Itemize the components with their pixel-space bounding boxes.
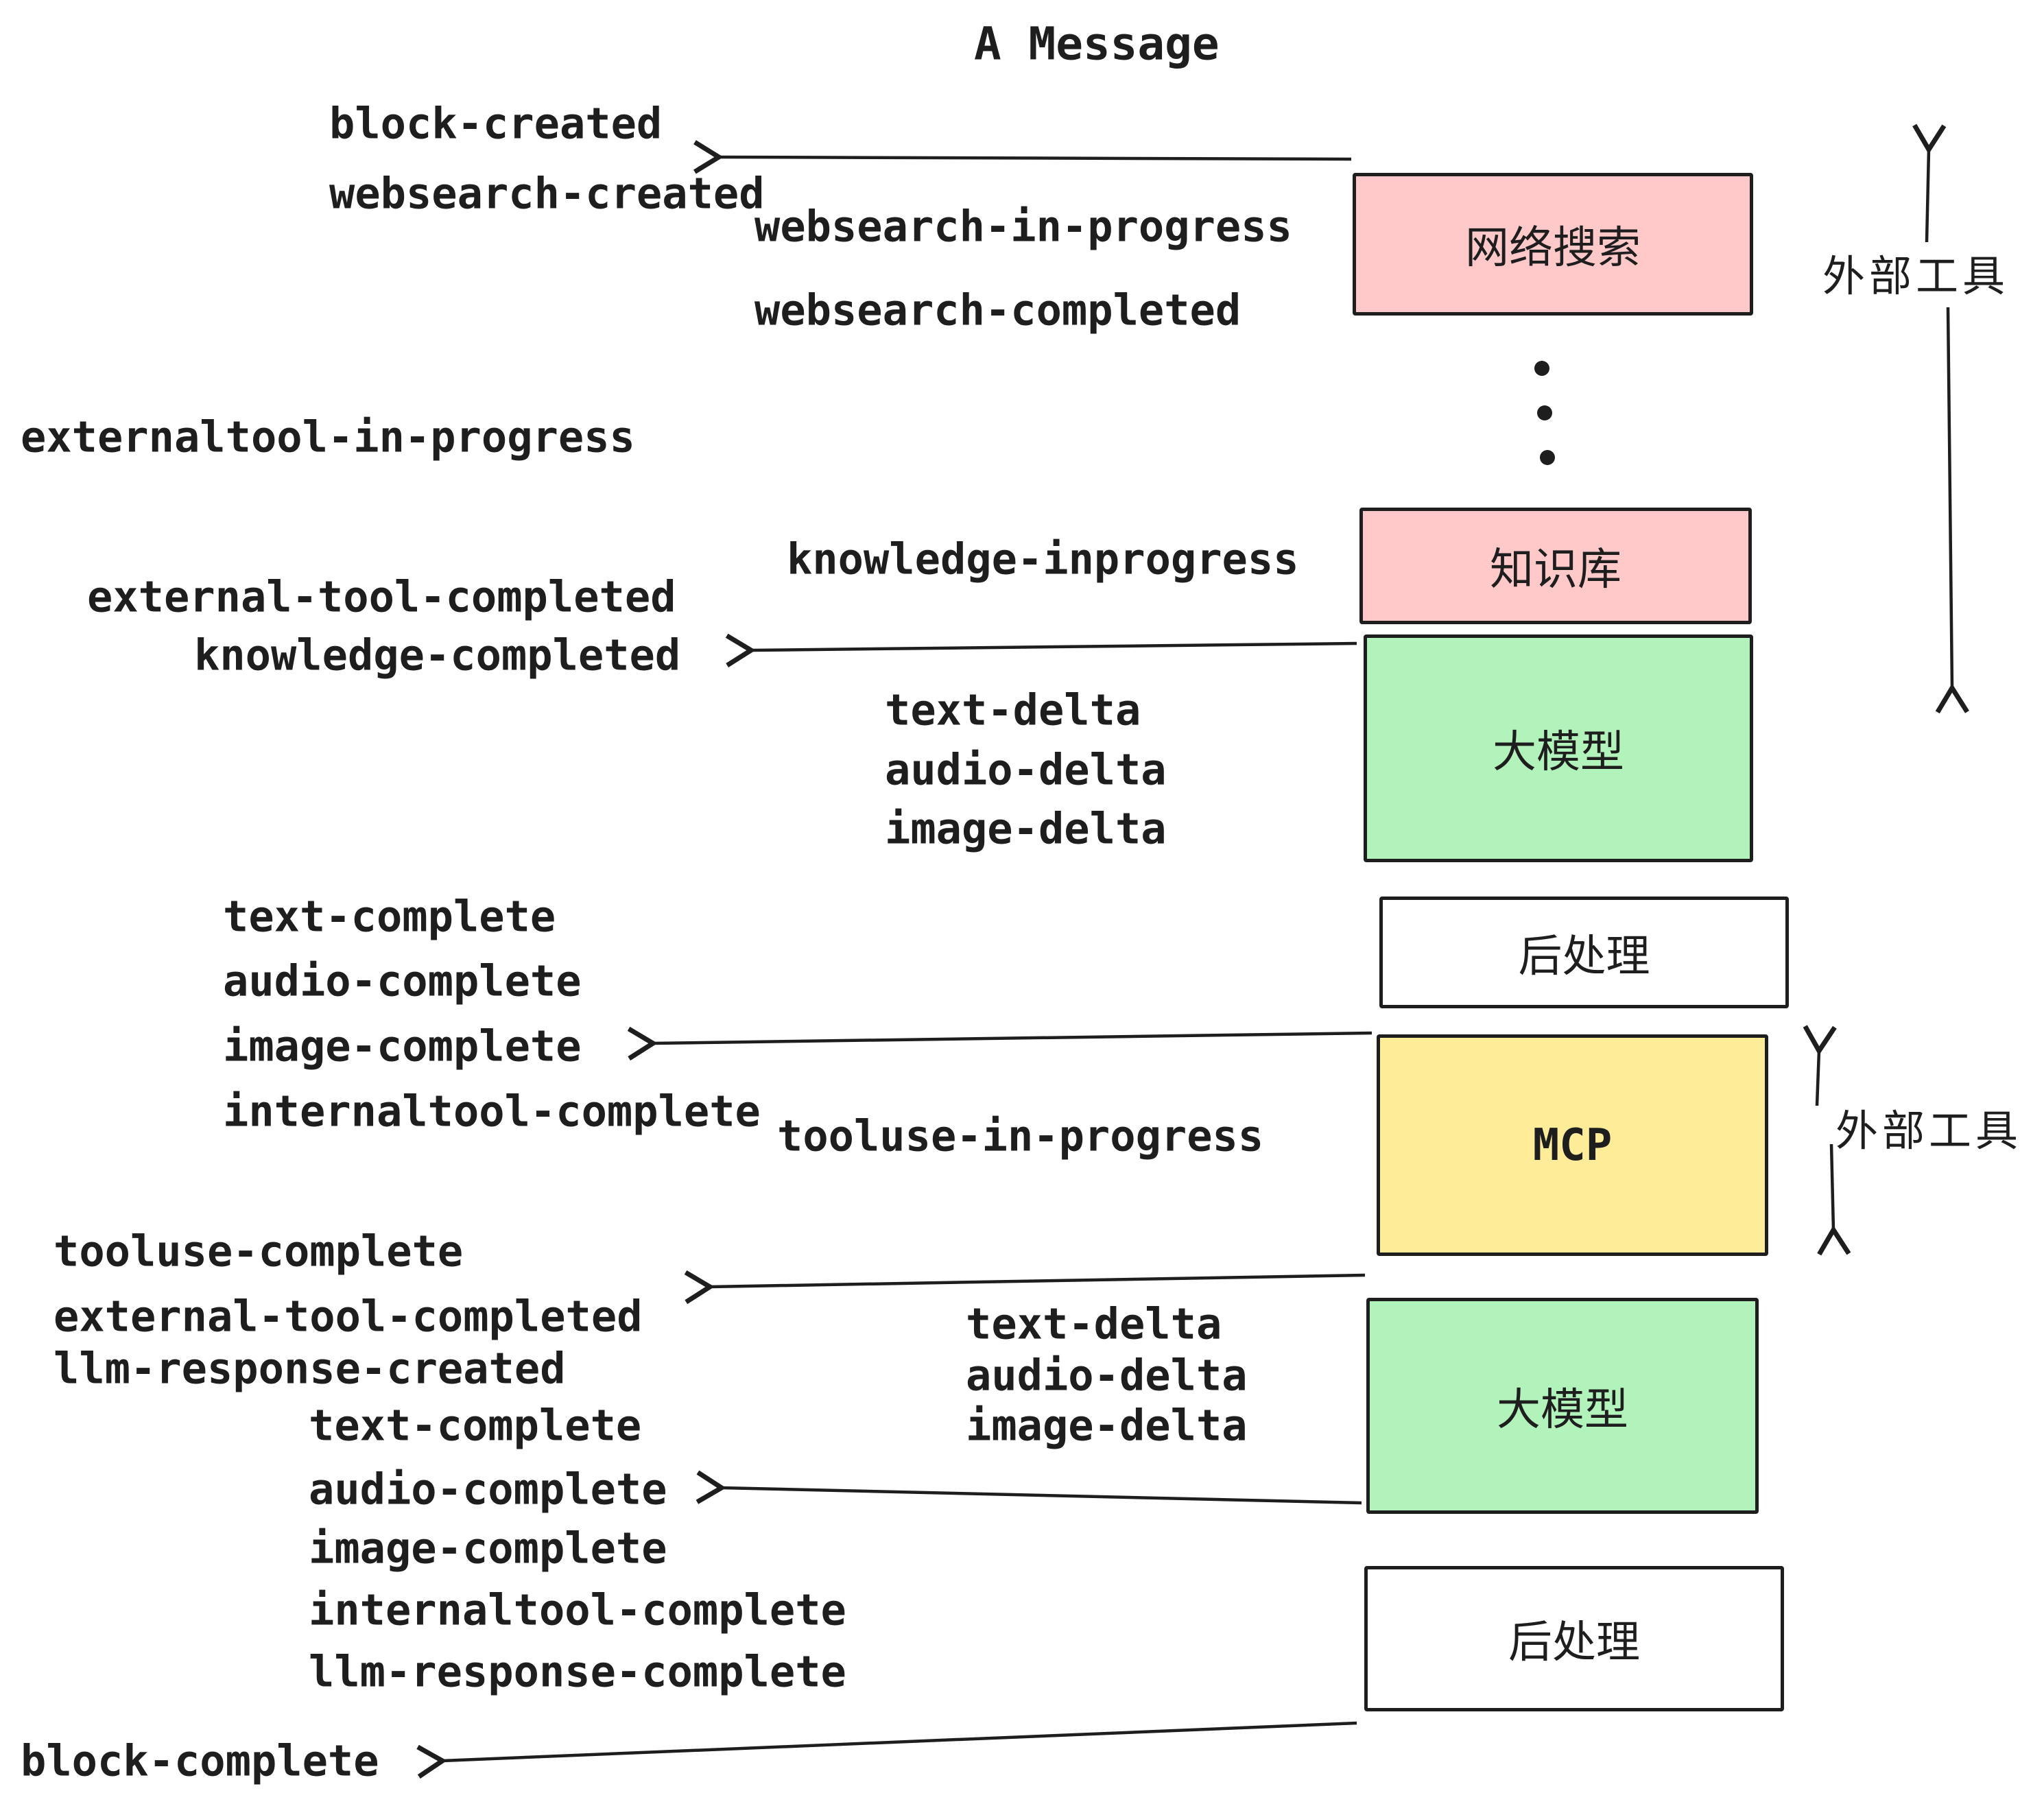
arrow-websearch-created bbox=[693, 140, 1352, 174]
event-tooluse-complete: tooluse-complete bbox=[54, 1226, 464, 1277]
arrow-image-complete bbox=[627, 1026, 1372, 1061]
event-externaltool-in-progress: externaltool-in-progress bbox=[21, 412, 635, 462]
event-image-complete-1: image-complete bbox=[223, 1021, 582, 1071]
node-knowledge-base: 知识库 bbox=[1359, 508, 1752, 624]
mcp-up-arrow bbox=[1803, 1025, 1837, 1106]
event-websearch-created: websearch-created bbox=[329, 168, 765, 219]
external-tool-down-arrow bbox=[1935, 307, 1969, 714]
arrow-block-complete bbox=[416, 1721, 1357, 1779]
event-image-delta-1: image-delta bbox=[885, 803, 1167, 854]
event-audio-delta-1: audio-delta bbox=[885, 744, 1167, 795]
mcp-down-arrow bbox=[1817, 1143, 1851, 1256]
node-postprocess-2-label: 后处理 bbox=[1508, 1617, 1640, 1667]
diagram-title: A Message bbox=[974, 17, 1220, 71]
event-audio-complete-2: audio-complete bbox=[309, 1464, 667, 1515]
node-websearch: 网络搜索 bbox=[1353, 173, 1753, 316]
node-postprocess-1-label: 后处理 bbox=[1518, 931, 1650, 981]
node-knowledge-base-label: 知识库 bbox=[1490, 545, 1621, 594]
event-external-tool-completed-2: external-tool-completed bbox=[54, 1291, 643, 1342]
arrow-knowledge-completed bbox=[725, 633, 1357, 667]
event-text-delta-2: text-delta bbox=[966, 1298, 1222, 1349]
event-llm-response-created: llm-response-created bbox=[54, 1343, 566, 1394]
event-audio-delta-2: audio-delta bbox=[966, 1350, 1248, 1401]
event-block-created: block-created bbox=[329, 98, 663, 149]
event-image-delta-2: image-delta bbox=[966, 1400, 1248, 1451]
event-text-delta-1: text-delta bbox=[885, 685, 1141, 735]
node-websearch-label: 网络搜索 bbox=[1465, 223, 1641, 272]
node-postprocess-1: 后处理 bbox=[1379, 897, 1789, 1008]
node-postprocess-2: 后处理 bbox=[1364, 1566, 1784, 1711]
node-llm-1-label: 大模型 bbox=[1493, 727, 1624, 776]
arrow-tooluse-complete bbox=[684, 1270, 1366, 1305]
node-mcp-label: MCP bbox=[1532, 1119, 1613, 1171]
vertical-ellipsis-icon bbox=[1534, 361, 1555, 465]
event-websearch-completed: websearch-completed bbox=[754, 285, 1241, 335]
event-tooluse-in-progress: tooluse-in-progress bbox=[777, 1111, 1264, 1161]
event-text-complete-2: text-complete bbox=[309, 1400, 642, 1451]
event-image-complete-2: image-complete bbox=[309, 1523, 667, 1574]
side-label-external-tools-1: 外部工具 bbox=[1822, 253, 2010, 300]
node-mcp: MCP bbox=[1377, 1034, 1768, 1256]
event-llm-response-complete: llm-response-complete bbox=[309, 1646, 846, 1697]
node-llm-1: 大模型 bbox=[1364, 634, 1753, 862]
event-internaltool-complete-1: internaltool-complete bbox=[223, 1086, 761, 1137]
event-knowledge-completed: knowledge-completed bbox=[194, 630, 681, 680]
event-block-complete: block-complete bbox=[21, 1735, 379, 1786]
side-label-external-tools-2: 外部工具 bbox=[1835, 1108, 2023, 1155]
external-tool-up-arrow bbox=[1912, 123, 1947, 243]
event-internaltool-complete-2: internaltool-complete bbox=[309, 1585, 846, 1635]
event-knowledge-inprogress: knowledge-inprogress bbox=[787, 534, 1299, 584]
event-text-complete-1: text-complete bbox=[223, 891, 556, 942]
arrow-audio-complete bbox=[696, 1470, 1362, 1505]
event-audio-complete-1: audio-complete bbox=[223, 956, 582, 1006]
event-external-tool-completed-1: external-tool-completed bbox=[87, 571, 676, 622]
event-websearch-in-progress: websearch-in-progress bbox=[754, 201, 1292, 252]
node-llm-2: 大模型 bbox=[1366, 1298, 1759, 1514]
node-llm-2-label: 大模型 bbox=[1497, 1384, 1628, 1434]
